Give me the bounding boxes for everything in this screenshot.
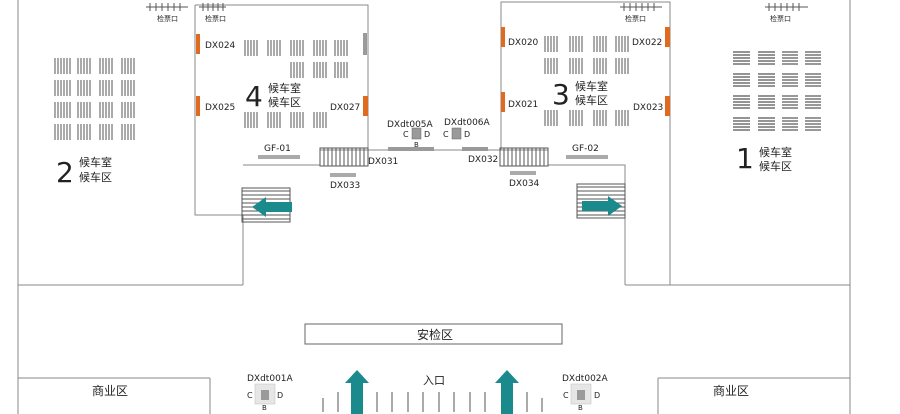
kiosk-dxdt001a-b: B <box>262 404 267 412</box>
ad-panel-dx022 <box>665 27 670 47</box>
kiosk-dxdt005a-b: B <box>414 141 419 149</box>
kiosk-dxdt006a-name: DXdt006A <box>444 118 491 128</box>
entrance-label: 入口 <box>423 374 445 387</box>
ticket-gate-label-2: 检票口 <box>205 14 226 23</box>
ad-label-dx021: DX021 <box>508 100 538 110</box>
ad-label-dx027: DX027 <box>330 103 360 113</box>
gf-02-panel <box>566 155 608 159</box>
kiosk-dxdt006a: DXdt006A C D <box>443 118 491 140</box>
ad-panel-dx025 <box>196 96 200 116</box>
security-label: 安检区 <box>417 327 453 342</box>
kiosk-dxdt006a-c: C <box>443 130 449 139</box>
arrow-up-icon-right <box>495 370 519 414</box>
kiosk-dxdt002a-b: B <box>578 404 583 412</box>
seating-hall-3 <box>544 36 629 126</box>
kiosk-dxdt001a-c: C <box>247 391 253 400</box>
stairs-center-right <box>499 147 549 167</box>
seating-hall-1 <box>733 51 821 131</box>
arrow-left-icon <box>252 197 292 217</box>
arrow-right-icon <box>582 196 622 216</box>
kiosk-dxdt005a-name: DXdt005A <box>387 120 434 130</box>
hall-3-line2: 候车区 <box>575 93 608 107</box>
kiosk-dxdt002a-d: D <box>594 391 600 400</box>
gf-01-panel <box>258 155 300 159</box>
stairs-center-left <box>319 147 369 167</box>
ad-panel-dx024 <box>196 34 200 54</box>
ad-label-dx020: DX020 <box>508 38 539 48</box>
ad-label-dx034: DX034 <box>509 179 540 189</box>
stairs <box>241 147 626 223</box>
dx032-panel <box>462 147 488 151</box>
gf-02-label: GF-02 <box>572 144 599 154</box>
hall-1-line2: 候车区 <box>759 159 792 173</box>
ad-panel-dx021 <box>501 92 505 112</box>
ticket-gate-2 <box>199 3 226 11</box>
gf-01-label: GF-01 <box>264 144 291 154</box>
ticket-gate-label-4: 检票口 <box>770 14 791 23</box>
arrow-up-icon-left <box>345 370 369 414</box>
hall-1-number: 1 <box>736 142 754 175</box>
ticket-gate-4 <box>765 3 808 11</box>
ticket-gate-1 <box>146 3 188 11</box>
hall-1-line1: 候车室 <box>759 145 792 159</box>
ad-panels <box>196 27 670 116</box>
ad-panel-dx023 <box>665 96 670 116</box>
seating-hall-2 <box>54 58 135 140</box>
gray-wall-panel <box>363 33 367 55</box>
kiosk-dxdt001a-d: D <box>277 391 283 400</box>
hall-4-line2: 候车区 <box>268 95 301 109</box>
hall-2-number: 2 <box>56 156 74 189</box>
kiosk-dxdt002a-c: C <box>563 391 569 400</box>
ad-label-dx033: DX033 <box>330 181 360 191</box>
ticket-gate-label-1: 检票口 <box>157 14 178 23</box>
hall-2-line2: 候车区 <box>79 170 112 184</box>
entrance-turnstiles <box>322 392 543 412</box>
kiosk-dxdt005a-d: D <box>424 130 430 139</box>
kiosk-dxdt002a-name: DXdt002A <box>562 374 609 384</box>
ad-panel-dx027 <box>363 96 368 116</box>
ad-label-dx032: DX032 <box>468 155 498 165</box>
hall-4-number: 4 <box>245 80 263 113</box>
hall-3-number: 3 <box>552 78 570 111</box>
hall-4-line1: 候车室 <box>268 81 301 95</box>
hall-2-line1: 候车室 <box>79 155 112 169</box>
dx033-panel <box>330 173 356 177</box>
dx034-panel <box>510 171 536 175</box>
ad-label-dx023: DX023 <box>633 103 663 113</box>
seating-hall-4 <box>244 40 348 128</box>
security-area <box>304 323 563 345</box>
ticket-gates <box>146 3 808 11</box>
ad-label-dx024: DX024 <box>205 41 236 51</box>
kiosk-dxdt002a: DXdt002A C D B <box>562 374 609 412</box>
ticket-gate-3 <box>620 3 662 11</box>
ad-label-dx025: DX025 <box>205 103 235 113</box>
ad-panel-dx020 <box>501 27 505 47</box>
hall-3-line1: 候车室 <box>575 79 608 93</box>
kiosk-dxdt005a: DXdt005A C D B <box>387 120 434 149</box>
ad-label-dx022: DX022 <box>632 38 662 48</box>
dx031-panel <box>388 147 434 151</box>
building-walls <box>17 0 851 414</box>
kiosk-dxdt001a: DXdt001A C D B <box>247 374 294 412</box>
kiosk-dxdt006a-d: D <box>464 130 470 139</box>
kiosk-dxdt005a-c: C <box>403 130 409 139</box>
commerce-left-label: 商业区 <box>92 383 128 398</box>
ticket-gate-label-3: 检票口 <box>625 14 646 23</box>
kiosk-dxdt001a-name: DXdt001A <box>247 374 294 384</box>
ad-label-dx031: DX031 <box>368 157 398 167</box>
commerce-right-label: 商业区 <box>713 383 749 398</box>
